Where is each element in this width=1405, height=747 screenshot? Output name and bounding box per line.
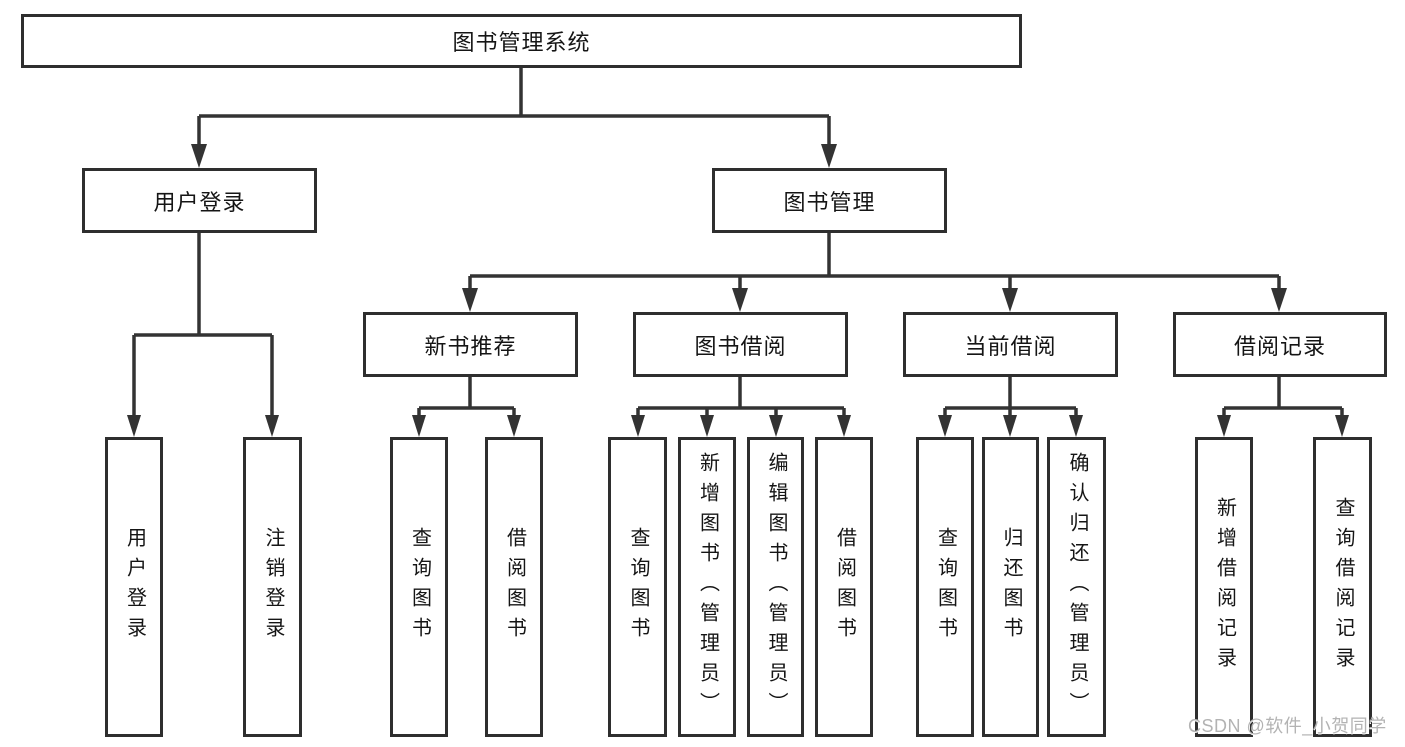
leaf-borrow-books-2: 借阅图书: [815, 437, 873, 737]
node-root-label: 图书管理系统: [452, 30, 591, 55]
leaf-query-books-2-label: 查询图书: [627, 527, 649, 647]
leaf-query-books-3: 查询图书: [916, 437, 974, 737]
leaf-query-books-1-label: 查询图书: [408, 527, 431, 647]
arrowhead-c2: [700, 415, 714, 437]
arrowhead-book-mgmt: [821, 144, 837, 168]
arrowhead-current-borrowing: [1002, 288, 1018, 312]
arrowhead-d3: [1069, 415, 1083, 437]
leaf-add-borrow-record-label: 新增借阅记录: [1213, 497, 1236, 677]
leaf-borrow-books-1-label: 借阅图书: [503, 527, 526, 647]
leaf-add-borrow-record: 新增借阅记录: [1195, 437, 1253, 737]
arrowhead-leaf-user-login: [127, 415, 141, 437]
node-new-book-recommend-label: 新书推荐: [424, 333, 517, 359]
node-root: 图书管理系统: [21, 14, 1022, 68]
leaf-confirm-return-admin-label: 确认归还（管理员）: [1066, 452, 1088, 722]
leaf-logout: 注销登录: [243, 437, 302, 737]
node-user-login-label: 用户登录: [153, 189, 246, 215]
arrowhead-c3: [769, 415, 783, 437]
node-book-management: 图书管理: [712, 168, 947, 233]
leaf-query-books-1: 查询图书: [390, 437, 448, 737]
arrowhead-d2: [1003, 415, 1017, 437]
node-borrow-records-label: 借阅记录: [1233, 333, 1326, 359]
leaf-return-book: 归还图书: [982, 437, 1039, 737]
arrowhead-c1: [631, 415, 645, 437]
arrowhead-e2: [1335, 415, 1349, 437]
leaf-borrow-books-2-label: 借阅图书: [833, 527, 856, 647]
leaf-return-book-label: 归还图书: [1000, 527, 1022, 647]
arrowhead-user-login: [191, 144, 207, 168]
arrowhead-book-borrowing: [732, 288, 748, 312]
node-user-login: 用户登录: [82, 168, 317, 233]
arrowhead-e1: [1217, 415, 1231, 437]
csdn-watermark: CSDN @软件_小贺同学: [1188, 716, 1387, 736]
leaf-edit-book-admin-label: 编辑图书（管理员）: [765, 452, 787, 722]
arrowhead-borrow-records: [1271, 288, 1287, 312]
leaf-confirm-return-admin: 确认归还（管理员）: [1047, 437, 1106, 737]
leaf-add-book-admin: 新增图书（管理员）: [678, 437, 736, 737]
leaf-query-borrow-record-label: 查询借阅记录: [1332, 497, 1354, 677]
leaf-add-book-admin-label: 新增图书（管理员）: [696, 452, 719, 722]
arrowhead-b1: [412, 415, 426, 437]
node-current-borrowing: 当前借阅: [903, 312, 1118, 377]
leaf-user-login: 用户登录: [105, 437, 163, 737]
leaf-edit-book-admin: 编辑图书（管理员）: [747, 437, 804, 737]
leaf-borrow-books-1: 借阅图书: [485, 437, 543, 737]
leaf-query-books-2: 查询图书: [608, 437, 667, 737]
arrowhead-new-book-rec: [462, 288, 478, 312]
leaf-logout-label: 注销登录: [262, 527, 284, 647]
arrowhead-b2: [507, 415, 521, 437]
node-current-borrowing-label: 当前借阅: [964, 333, 1057, 359]
arrowhead-d1: [938, 415, 952, 437]
leaf-user-login-label: 用户登录: [123, 527, 146, 647]
node-borrow-records: 借阅记录: [1173, 312, 1387, 377]
arrowhead-c4: [837, 415, 851, 437]
node-new-book-recommend: 新书推荐: [363, 312, 578, 377]
leaf-query-books-3-label: 查询图书: [934, 527, 957, 647]
leaf-query-borrow-record: 查询借阅记录: [1313, 437, 1372, 737]
node-book-borrowing-label: 图书借阅: [694, 333, 787, 359]
node-book-borrowing: 图书借阅: [633, 312, 848, 377]
arrowhead-leaf-logout: [265, 415, 279, 437]
node-book-management-label: 图书管理: [783, 189, 876, 215]
